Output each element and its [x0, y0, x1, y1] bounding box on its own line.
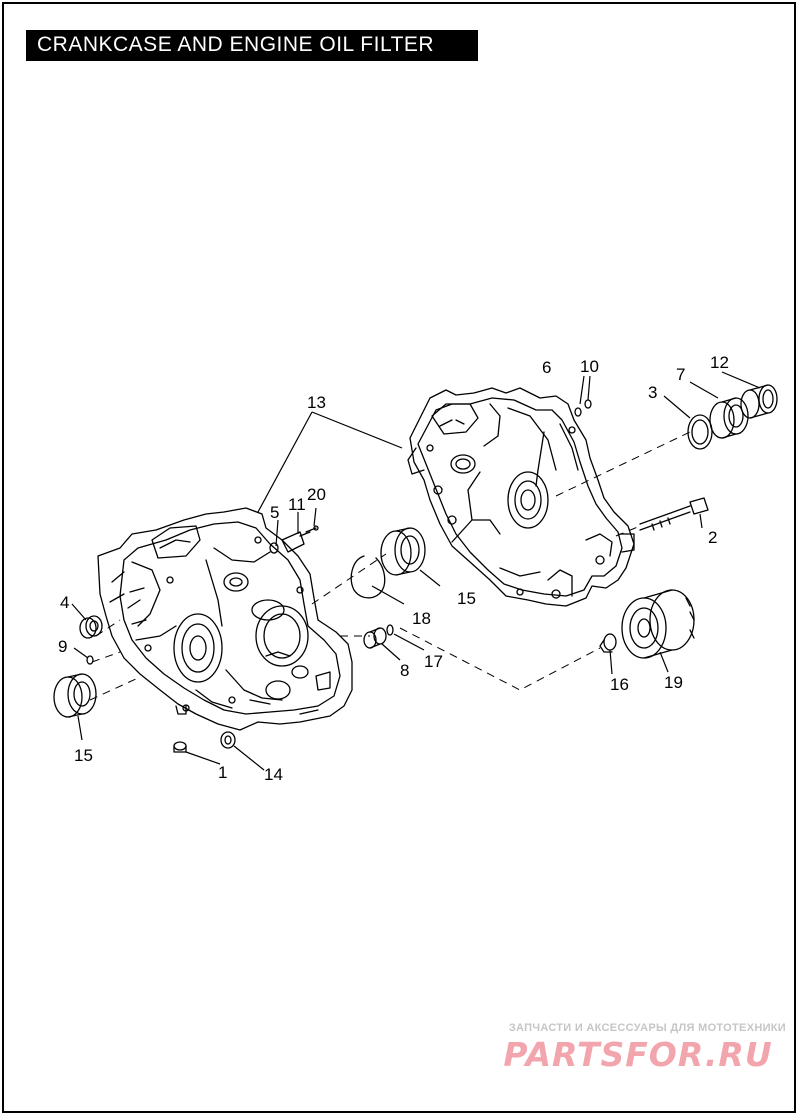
part-3-ring — [687, 414, 713, 450]
left-crankcase-half — [97, 507, 353, 731]
watermark-logo: PARTSFOR.RU — [503, 1036, 772, 1072]
watermark-logo-text: PARTSFOR.RU — [503, 1036, 772, 1072]
part-5-ring — [269, 542, 279, 554]
callout-8: 8 — [400, 661, 409, 680]
title-bar: CRANKCASE AND ENGINE OIL FILTER — [26, 30, 478, 61]
callout-2: 2 — [708, 528, 717, 547]
part-7-bearing — [709, 397, 749, 439]
part-15-bearing-right — [380, 527, 426, 576]
part-4-bushing — [79, 615, 103, 639]
callout-19: 19 — [664, 673, 683, 692]
callout-15-left: 15 — [74, 746, 93, 765]
callout-7: 7 — [676, 365, 685, 384]
part-8-dowel — [363, 627, 387, 649]
part-1-plug — [173, 741, 187, 753]
part-9-pin — [86, 655, 94, 665]
callout-16: 16 — [610, 675, 629, 694]
part-12-bushing — [740, 384, 778, 419]
callout-5: 5 — [270, 503, 279, 522]
part-14-washer — [220, 731, 236, 749]
callout-1: 1 — [218, 763, 227, 782]
right-crankcase-half — [407, 387, 635, 607]
callout-20: 20 — [307, 485, 326, 504]
page-title: CRANKCASE AND ENGINE OIL FILTER — [37, 33, 435, 56]
part-6-pin — [574, 407, 582, 417]
part-17-o-ring — [386, 624, 394, 636]
callout-12: 12 — [710, 353, 729, 372]
assembly-lines — [89, 431, 691, 701]
part-15-bearing-left — [53, 673, 97, 718]
callout-15-right: 15 — [457, 589, 476, 608]
part-20-screw — [305, 525, 319, 533]
callout-6: 6 — [542, 358, 551, 377]
part-18-snap-ring — [350, 555, 386, 599]
callout-4: 4 — [60, 593, 69, 612]
part-2-bolt — [639, 497, 709, 531]
callout-11: 11 — [288, 495, 306, 514]
part-16-fitting — [599, 633, 617, 653]
part-11-sensor — [281, 531, 311, 553]
callout-10: 10 — [580, 357, 599, 376]
callout-numbers: 13 6 10 12 7 3 5 11 20 2 4 9 15 18 15 17… — [58, 353, 729, 784]
part-19-oil-filter — [621, 589, 695, 659]
leader-lines — [71, 371, 761, 771]
part-10-pin — [584, 399, 592, 409]
callout-13: 13 — [307, 393, 326, 412]
callout-14: 14 — [264, 765, 283, 784]
callout-17: 17 — [424, 652, 443, 671]
callout-3: 3 — [648, 383, 657, 402]
callout-9: 9 — [58, 637, 67, 656]
watermark-tagline: ЗАПЧАСТИ И АКСЕССУАРЫ ДЛЯ МОТОТЕХНИКИ — [508, 1022, 786, 1034]
callout-18: 18 — [412, 609, 431, 628]
